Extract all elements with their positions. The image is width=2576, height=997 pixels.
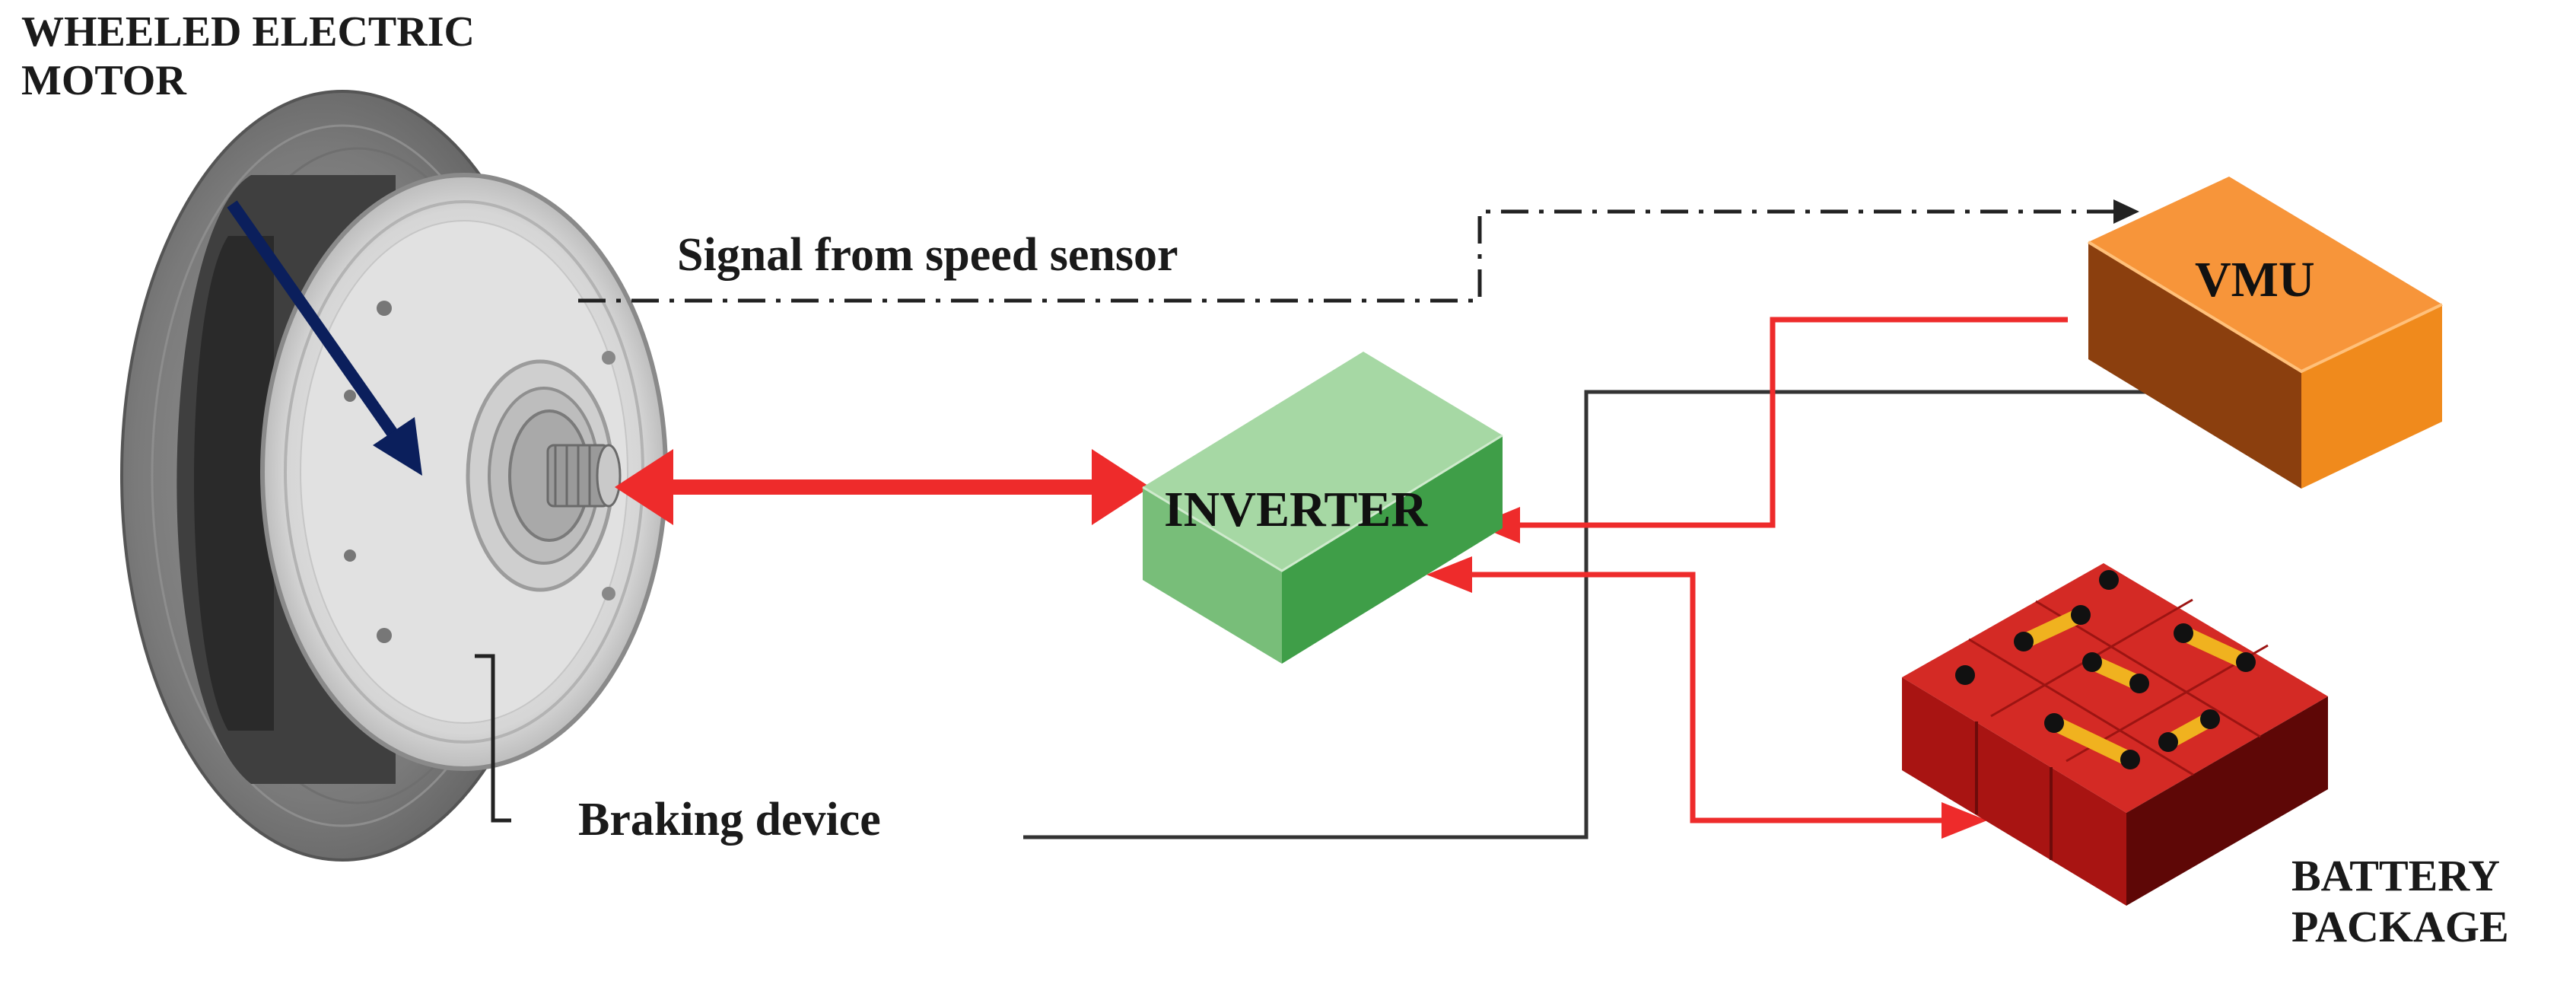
motor-label-line1: WHEELED ELECTRIC — [21, 8, 475, 56]
vmu-to-braking-control-line — [1023, 390, 2157, 839]
braking-device-bracket — [475, 654, 511, 823]
vmu-to-inverter-line — [1476, 317, 2068, 543]
motor-label-line2: MOTOR — [21, 57, 186, 105]
inverter-battery-line — [1426, 556, 1987, 839]
speed-signal-label: Signal from speed sensor — [677, 229, 1178, 281]
vmu-label: VMU — [2195, 252, 2315, 307]
motor-inverter-power-arrow — [615, 449, 1150, 525]
speed-signal-line — [578, 199, 2139, 303]
inverter-box — [1142, 352, 1503, 664]
wheeled-electric-motor-label: WHEELED ELECTRIC MOTOR — [21, 8, 475, 106]
battery-label-line1: BATTERY — [2291, 851, 2501, 900]
battery-package-label: BATTERY PACKAGE — [2291, 851, 2509, 952]
battery-package — [1902, 563, 2328, 906]
vmu-box — [2087, 177, 2443, 489]
inverter-label: INVERTER — [1164, 482, 1428, 537]
battery-terminals — [1955, 570, 2256, 769]
wheeled-electric-motor — [120, 90, 668, 862]
motor-pointer-arrow — [227, 200, 422, 476]
battery-label-line2: PACKAGE — [2291, 901, 2509, 951]
braking-device-label: Braking device — [578, 794, 881, 846]
